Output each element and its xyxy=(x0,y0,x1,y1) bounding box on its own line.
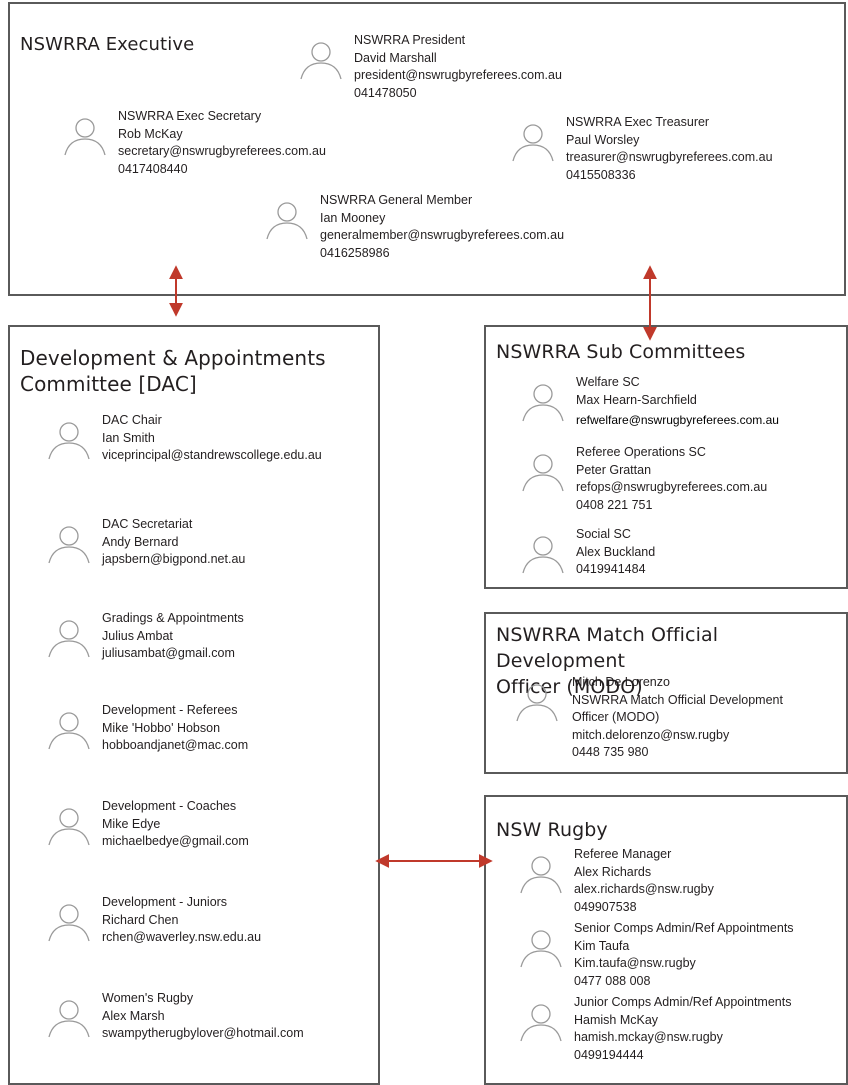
phone: 049907538 xyxy=(574,899,637,914)
email-link[interactable]: rchen@waverley.nsw.edu.au xyxy=(102,930,262,944)
name: Paul Worsley xyxy=(566,132,640,147)
name: Julius Ambat xyxy=(102,628,173,643)
email-link[interactable]: juliusambat@gmail.com xyxy=(102,646,235,660)
name: Ian Mooney xyxy=(320,210,386,225)
name: Hamish McKay xyxy=(574,1012,659,1027)
name: Mike 'Hobbo' Hobson xyxy=(102,720,221,735)
email-link[interactable]: swampytherugbylover@hotmail.com xyxy=(102,1026,304,1040)
role: Social SC xyxy=(576,527,631,541)
email-link[interactable]: refwelfare@nswrugbyreferees.com.au xyxy=(576,413,779,427)
phone: 0415508336 xyxy=(566,167,636,182)
role: NSWRRA Exec Secretary xyxy=(118,109,262,123)
phone: 0419941484 xyxy=(576,562,646,576)
name: Mike Edye xyxy=(102,816,161,831)
phone: 041478050 xyxy=(354,85,417,100)
phone: 0408 221 751 xyxy=(576,497,653,512)
name: Alex Richards xyxy=(574,864,652,879)
role: NSWRRA Exec Treasurer xyxy=(566,115,710,129)
name: Alex Buckland xyxy=(576,544,656,559)
role: Junior Comps Admin/Ref Appointments xyxy=(574,995,792,1009)
email-link[interactable]: secretary@nswrugbyreferees.com.au xyxy=(118,144,326,158)
email-link[interactable]: michaelbedye@gmail.com xyxy=(102,834,249,848)
role: Development - Coaches xyxy=(102,799,237,813)
dac-title-line1: Development & Appointments xyxy=(20,346,326,370)
role: DAC Secretariat xyxy=(102,517,193,531)
nsw-rugby-box: NSW Rugby xyxy=(484,795,848,1085)
role: Development - Juniors xyxy=(102,895,228,909)
role: NSWRRA President xyxy=(354,33,466,47)
role: Gradings & Appointments xyxy=(102,611,244,625)
dac-title-line2: Committee [DAC] xyxy=(20,372,197,396)
executive-box: NSWRRA Executive xyxy=(8,2,846,296)
email-link[interactable]: alex.richards@nsw.rugby xyxy=(574,882,714,896)
name: Kim Taufa xyxy=(574,938,630,953)
email-link[interactable]: japsbern@bigpond.net.au xyxy=(102,552,246,566)
email-link[interactable]: hobboandjanet@mac.com xyxy=(102,738,249,752)
email-link[interactable]: president@nswrugbyreferees.com.au xyxy=(354,68,562,82)
dac-box: Development & Appointments Committee [DA… xyxy=(8,325,380,1085)
role: DAC Chair xyxy=(102,413,162,427)
name: Richard Chen xyxy=(102,912,179,927)
nsw-rugby-title: NSW Rugby xyxy=(496,819,608,841)
name: Andy Bernard xyxy=(102,534,179,549)
modo-box: NSWRRA Match Official Development Office… xyxy=(484,612,848,774)
name: Peter Grattan xyxy=(576,462,652,477)
role: Senior Comps Admin/Ref Appointments xyxy=(574,921,794,935)
role: NSWRRA General Member xyxy=(320,193,473,207)
role: Women's Rugby xyxy=(102,991,194,1005)
name: Alex Marsh xyxy=(102,1008,165,1023)
email-link[interactable]: mitch.delorenzo@nsw.rugby xyxy=(572,727,730,742)
role: Development - Referees xyxy=(102,703,238,717)
subcommittees-title: NSWRRA Sub Committees xyxy=(496,341,746,363)
dac-title: Development & Appointments Committee [DA… xyxy=(20,345,326,397)
email-link[interactable]: treasurer@nswrugbyreferees.com.au xyxy=(566,150,773,164)
phone: 0416258986 xyxy=(320,245,390,260)
email-link[interactable]: hamish.mckay@nsw.rugby xyxy=(574,1030,723,1044)
phone: 0448 735 980 xyxy=(572,745,649,759)
email-link[interactable]: refops@nswrugbyreferees.com.au xyxy=(576,480,768,494)
phone: 0477 088 008 xyxy=(574,973,651,988)
email-link[interactable]: viceprincipal@standrewscollege.edu.au xyxy=(102,448,322,462)
executive-title: NSWRRA Executive xyxy=(20,34,195,55)
modo-title-line1: NSWRRA Match Official Development xyxy=(496,624,719,672)
email-link[interactable]: Kim.taufa@nsw.rugby xyxy=(574,956,696,970)
role: Referee Manager xyxy=(574,847,672,861)
role-line2: Officer (MODO) xyxy=(572,710,660,724)
role: Welfare SC xyxy=(576,375,640,389)
subcommittees-box: NSWRRA Sub Committees xyxy=(484,325,848,589)
name: Ian Smith xyxy=(102,430,155,445)
email-link[interactable]: generalmember@nswrugbyreferees.com.au xyxy=(320,228,565,242)
modo-title-line2: Officer (MODO) xyxy=(496,676,643,698)
name: Mitch De Lorenzo xyxy=(572,675,670,689)
name: David Marshall xyxy=(354,50,437,65)
name: Max Hearn-Sarchfield xyxy=(576,392,697,407)
role-line1: NSWRRA Match Official Development xyxy=(572,692,783,707)
modo-title: NSWRRA Match Official Development Office… xyxy=(496,622,846,700)
role: Referee Operations SC xyxy=(576,445,706,459)
name: Rob McKay xyxy=(118,126,183,141)
phone: 0499194444 xyxy=(574,1047,644,1062)
phone: 0417408440 xyxy=(118,161,188,176)
